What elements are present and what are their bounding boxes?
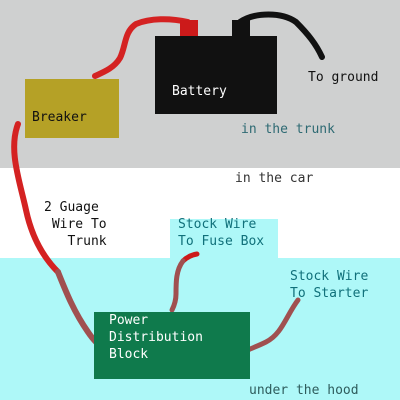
- trunk-zone-label: in the trunk: [241, 122, 335, 137]
- distribution-block-label: Power Distribution Block: [109, 313, 203, 362]
- breaker-to-distribution-wire: [11, 121, 61, 275]
- fuse-box-label-background: [170, 219, 278, 258]
- stock-wire-fuse-box-label: Stock Wire To Fuse Box: [178, 217, 265, 249]
- starter-wire: [245, 297, 301, 353]
- battery-label: Battery: [172, 84, 227, 99]
- battery-to-breaker-wire: [92, 16, 191, 79]
- to-ground-label: To ground: [308, 70, 379, 85]
- power-distribution-block: [94, 312, 250, 379]
- positive-terminal: [180, 20, 198, 36]
- ground-wire: [237, 11, 325, 60]
- car-zone-label: in the car: [235, 171, 314, 186]
- breaker-to-distribution-wire-lower: [55, 269, 99, 345]
- stock-wire-starter-label: Stock Wire To Starter: [290, 269, 369, 301]
- fuse-box-wire: [169, 258, 186, 313]
- wire-to-trunk-label: 2 Guage Wire To Trunk: [44, 200, 107, 249]
- hood-zone-label: under the hood: [249, 383, 359, 398]
- breaker-label: Breaker: [32, 110, 87, 125]
- breaker: [25, 79, 119, 138]
- negative-terminal: [232, 20, 250, 36]
- battery: [155, 36, 277, 114]
